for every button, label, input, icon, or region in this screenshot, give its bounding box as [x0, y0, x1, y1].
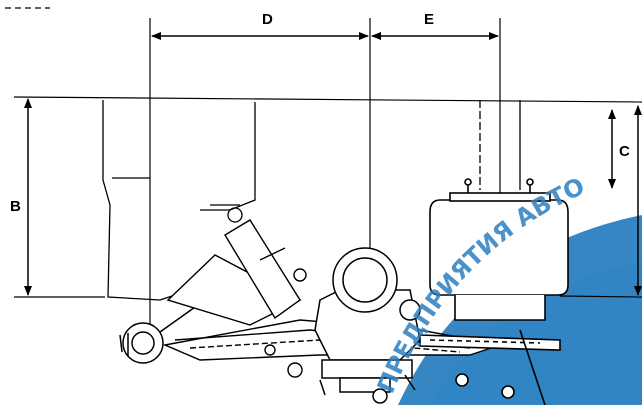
dimension-label-e: E — [424, 11, 434, 28]
chassis-frame — [102, 100, 521, 301]
dimension-label-b: B — [10, 198, 21, 215]
dimension-arrows — [24, 32, 642, 296]
dimension-label-d: D — [262, 11, 273, 28]
air-spring — [419, 178, 569, 405]
reference-lines — [13, 18, 642, 330]
dimension-label-c: C — [619, 143, 630, 160]
axle-housing — [314, 247, 421, 404]
shock-absorber — [224, 219, 301, 320]
watermark-inner-arc — [430, 262, 642, 405]
